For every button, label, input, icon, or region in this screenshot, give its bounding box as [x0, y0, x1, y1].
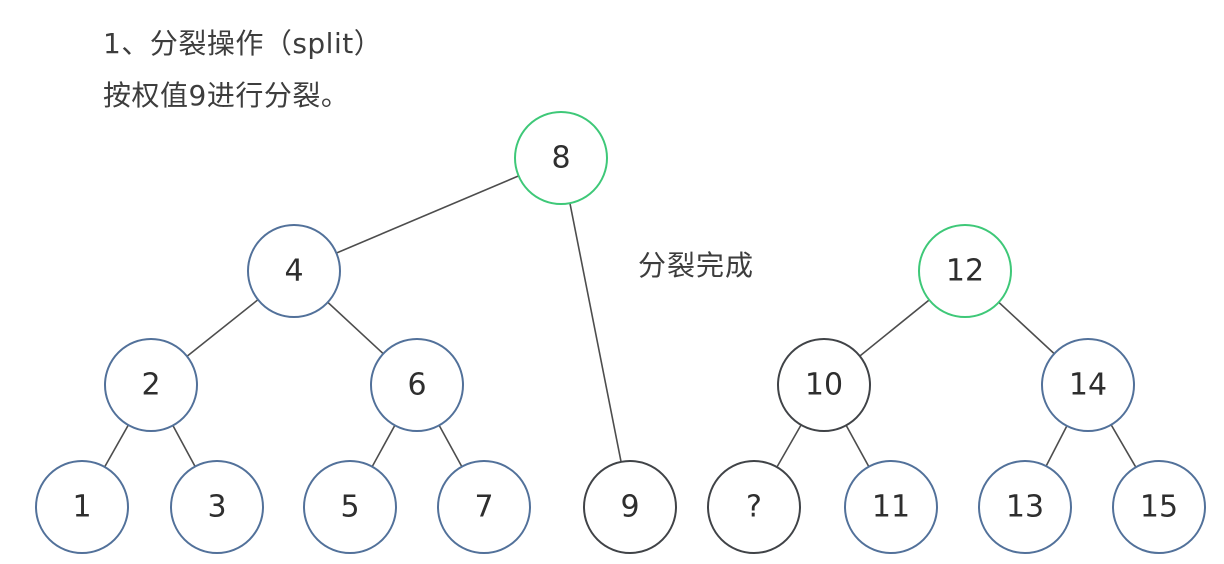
tree-node-label: 4	[284, 254, 303, 289]
tree-node-circle	[844, 460, 938, 554]
tree-edge-8-4	[293, 157, 562, 272]
tree-node-label: ?	[746, 490, 762, 525]
tree-node-11: 11	[844, 460, 938, 554]
tree-node-label: 9	[620, 490, 639, 525]
tree-node-label: 7	[474, 490, 493, 525]
tree-node-circle	[35, 460, 129, 554]
tree-edge-8-9	[560, 157, 631, 508]
diagram-subtitle: 按权值9进行分裂。	[103, 79, 350, 112]
tree-node-14: 14	[1041, 338, 1135, 432]
tree-node-6: 6	[370, 338, 464, 432]
tree-node-circle	[170, 460, 264, 554]
tree-node-8: 8	[514, 111, 608, 205]
tree-node-label: 14	[1069, 368, 1107, 403]
tree-node-label: 10	[805, 368, 843, 403]
tree-node-label: 2	[141, 368, 160, 403]
tree-node-circle	[370, 338, 464, 432]
tree-node-label: 8	[551, 141, 570, 176]
tree-node-label: 5	[340, 490, 359, 525]
tree-node-2: 2	[104, 338, 198, 432]
diagram-title: 1、分裂操作（split）	[103, 27, 383, 60]
tree-node-label: 11	[872, 490, 910, 525]
tree-node-3: 3	[170, 460, 264, 554]
tree-node-circle	[777, 338, 871, 432]
tree-node-circle	[978, 460, 1072, 554]
tree-node-4: 4	[247, 224, 341, 318]
tree-node-circle	[437, 460, 531, 554]
tree-node-circle	[583, 460, 677, 554]
tree-node-q: ?	[707, 460, 801, 554]
tree-node-10: 10	[777, 338, 871, 432]
tree-node-1: 1	[35, 460, 129, 554]
split-done-label: 分裂完成	[638, 249, 755, 282]
tree-node-label: 12	[946, 254, 984, 289]
tree-node-label: 6	[407, 368, 426, 403]
tree-node-9: 9	[583, 460, 677, 554]
tree-node-circle	[707, 460, 801, 554]
tree-node-label: 13	[1006, 490, 1044, 525]
tree-node-circle	[104, 338, 198, 432]
tree-node-label: 15	[1140, 490, 1178, 525]
tree-node-5: 5	[303, 460, 397, 554]
tree-node-7: 7	[437, 460, 531, 554]
tree-node-circle	[1041, 338, 1135, 432]
tree-node-label: 3	[207, 490, 226, 525]
tree-node-circle	[247, 224, 341, 318]
tree-node-12: 12	[918, 224, 1012, 318]
tree-node-circle	[303, 460, 397, 554]
tree-node-circle	[514, 111, 608, 205]
tree-node-circle	[1112, 460, 1206, 554]
tree-node-circle	[918, 224, 1012, 318]
tree-node-15: 15	[1112, 460, 1206, 554]
tree-node-label: 1	[72, 490, 91, 525]
tree-node-13: 13	[978, 460, 1072, 554]
